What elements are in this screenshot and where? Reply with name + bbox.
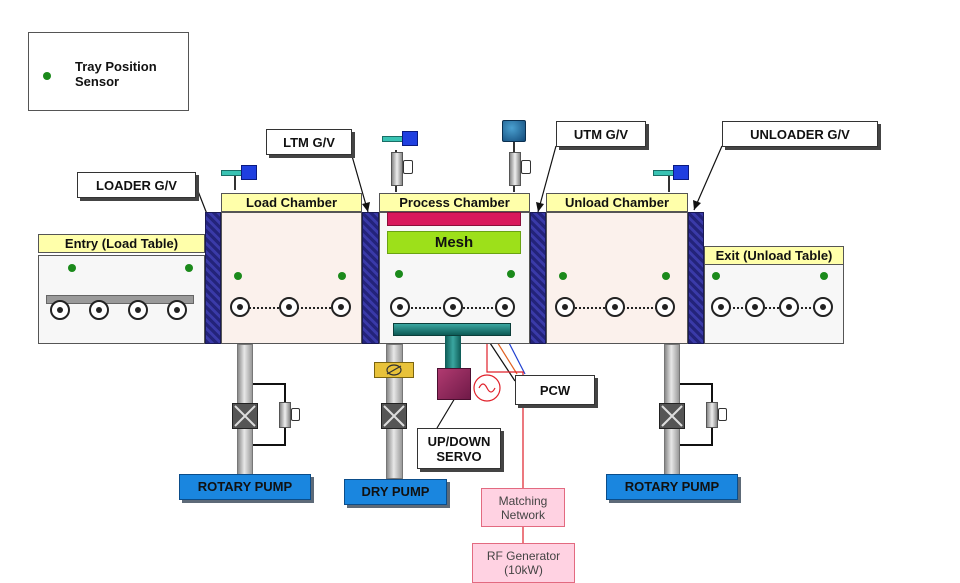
process-gauge-left-head-icon: [402, 131, 418, 146]
exit-sensor-left: [712, 272, 720, 280]
rotary-pump-right: ROTARY PUMP: [606, 474, 738, 500]
process-electrode: [387, 212, 521, 226]
entry-roller: [128, 300, 148, 320]
load-pump-valve-icon: [232, 403, 258, 429]
process-valve-left-icon: [391, 152, 403, 186]
unload-sensor-right: [662, 272, 670, 280]
mesh: Mesh: [387, 231, 521, 254]
load-roller: [331, 297, 351, 317]
substrate-heater-plate: [393, 323, 511, 336]
exit-roller: [745, 297, 765, 317]
unload-pump-valve-icon: [659, 403, 685, 429]
entry-sensor-left: [68, 264, 76, 272]
unload-bypass-valve-icon: [706, 402, 718, 428]
loader-gv-callout: LOADER G/V: [77, 172, 196, 198]
load-bypass-valve-knob-icon: [291, 408, 300, 421]
entry-sensor-right: [185, 264, 193, 272]
process-sensor-left: [395, 270, 403, 278]
exit-roller: [813, 297, 833, 317]
ltm-gv-pointer: [351, 155, 369, 213]
load-chamber-gauge-head-icon: [241, 165, 257, 180]
process-roller: [495, 297, 515, 317]
process-gauge-right-icon: [502, 120, 526, 142]
load-roller: [230, 297, 250, 317]
sensor-dot-icon: [43, 72, 51, 80]
rf-generator-box: RF Generator (10kW): [472, 543, 575, 583]
process-roller: [443, 297, 463, 317]
unload-bypass-valve-knob-icon: [718, 408, 727, 421]
entry-roller: [167, 300, 187, 320]
throttle-valve-icon: [374, 362, 414, 378]
updown-servo-callout: UP/DOWN SERVO: [417, 428, 501, 469]
unloader-gv-callout: UNLOADER G/V: [722, 121, 878, 147]
entry-roller: [89, 300, 109, 320]
matching-network-box: Matching Network: [481, 488, 565, 527]
rotary-pump-left: ROTARY PUMP: [179, 474, 311, 500]
unload-roller: [655, 297, 675, 317]
exit-roller: [779, 297, 799, 317]
ltm-gv-callout: LTM G/V: [266, 129, 352, 155]
exit-label: Exit (Unload Table): [704, 246, 844, 265]
process-pump-valve-icon: [381, 403, 407, 429]
updown-servo-icon: [437, 368, 471, 400]
load-bypass-valve-icon: [279, 402, 291, 428]
utm-gv-pointer: [537, 145, 557, 213]
unload-sensor-left: [559, 272, 567, 280]
unload-chamber-label: Unload Chamber: [546, 193, 688, 212]
load-sensor-right: [338, 272, 346, 280]
unloader-gate-valve: [688, 212, 704, 344]
unload-chamber-gauge-head-icon: [673, 165, 689, 180]
heater-shaft: [445, 336, 461, 370]
pcw-pointer: [487, 339, 516, 382]
exit-roller: [711, 297, 731, 317]
dry-pump: DRY PUMP: [344, 479, 447, 505]
process-valve-left-knob-icon: [403, 160, 413, 174]
legend-box: Tray Position Sensor: [28, 32, 189, 111]
utm-gv-callout: UTM G/V: [556, 121, 646, 147]
unload-roller: [605, 297, 625, 317]
rf-line: [486, 337, 524, 488]
legend-sensor-label: Tray Position Sensor: [75, 59, 157, 89]
loader-gate-valve: [205, 212, 221, 344]
process-sensor-right: [507, 270, 515, 278]
load-chamber-label: Load Chamber: [221, 193, 362, 212]
load-roller: [279, 297, 299, 317]
unloader-gv-pointer: [693, 145, 723, 211]
unload-roller: [555, 297, 575, 317]
entry-roller: [50, 300, 70, 320]
servo-pointer: [436, 397, 456, 429]
exit-sensor-right: [820, 272, 828, 280]
entry-label: Entry (Load Table): [38, 234, 205, 253]
process-chamber-label: Process Chamber: [379, 193, 530, 212]
process-valve-right-icon: [509, 152, 521, 186]
process-roller: [390, 297, 410, 317]
process-valve-right-knob-icon: [521, 160, 531, 174]
entry-tray: [46, 295, 194, 304]
exit-conveyor: [722, 307, 822, 309]
load-sensor-left: [234, 272, 242, 280]
utm-gate-valve: [530, 212, 546, 344]
ltm-gate-valve: [362, 212, 379, 344]
pcw-callout: PCW: [515, 375, 595, 405]
